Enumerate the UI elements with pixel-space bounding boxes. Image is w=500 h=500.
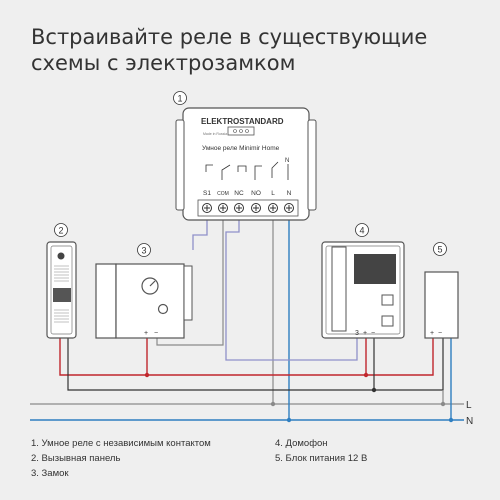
legend-left-column: 1. Умное реле с независимым контактом 2.…	[31, 436, 211, 481]
badge-2	[54, 223, 68, 237]
relay-terminal-com: COM	[217, 191, 229, 197]
relay-n-label: N	[285, 158, 289, 164]
psu-plus-terminal: +	[430, 330, 434, 337]
lock-keyhole-icon	[157, 303, 169, 315]
intercom-screen	[354, 254, 396, 284]
intercom-device: 3 + −	[321, 241, 405, 339]
relay-device: ELEKTROSTANDARD Made in Russia Умное рел…	[175, 107, 317, 221]
relay-screw-terminals	[202, 203, 294, 213]
legend-item: 5. Блок питания 12 В	[275, 453, 368, 464]
relay-terminal-n: N	[287, 190, 292, 197]
badge-4-number: 4	[359, 226, 364, 236]
call-panel-device	[46, 241, 77, 339]
relay-terminal-nc: NC	[234, 190, 244, 197]
junction-dot	[270, 401, 276, 407]
badge-4	[355, 223, 369, 237]
relay-nc-wire	[225, 215, 358, 361]
minus-wire	[67, 337, 444, 391]
n-bus-label: N	[466, 416, 473, 427]
plus-12v-wire	[59, 337, 434, 376]
title-line-2: схемы с электрозамком	[31, 51, 296, 75]
legend-item: 2. Вызывная панель	[31, 453, 121, 464]
intercom-plus-terminal: +	[363, 330, 367, 337]
junction-dot	[440, 401, 446, 407]
relay-terminal-l: L	[271, 190, 275, 197]
badge-2-number: 2	[58, 226, 63, 236]
relay-terminal-no: NO	[251, 190, 261, 197]
relay-product: Умное реле Minimir Home	[202, 145, 280, 152]
badge-1-number: 1	[177, 94, 182, 104]
power-supply-device: + −	[424, 271, 459, 339]
junction-dot	[371, 387, 377, 393]
legend-right-column: 4. Домофон 5. Блок питания 12 В	[275, 436, 367, 466]
intercom-handset	[331, 246, 347, 332]
badge-5-number: 5	[437, 245, 442, 255]
legend-item: 1. Умное реле с независимым контактом	[31, 438, 211, 449]
relay-terminal-s1: S1	[203, 190, 211, 197]
intercom-minus-terminal: −	[371, 330, 375, 337]
intercom-terminal-3: 3	[355, 330, 359, 337]
relay-small-text: Made in Russia	[203, 132, 227, 136]
lock-plus-terminal: +	[144, 330, 148, 337]
badge-5	[433, 242, 447, 256]
junction-dot	[448, 417, 454, 423]
junction-dot	[144, 372, 150, 378]
legend-item: 4. Домофон	[275, 438, 328, 449]
page-title: Встраивайте реле в существующие схемы с …	[31, 24, 471, 76]
relay-com-wire	[156, 215, 224, 346]
lock-minus-terminal: −	[154, 330, 158, 337]
badge-3-number: 3	[141, 246, 146, 256]
relay-button-block	[227, 126, 255, 136]
psu-minus-terminal: −	[438, 330, 442, 337]
lock-device: + −	[95, 263, 193, 339]
relay-brand: ELEKTROSTANDARD	[201, 117, 284, 126]
legend-item: 3. Замок	[31, 468, 69, 479]
badge-3	[137, 243, 151, 257]
badge-1	[173, 91, 187, 105]
junction-dot	[363, 372, 369, 378]
junction-dot	[286, 417, 292, 423]
intercom-button[interactable]	[381, 315, 394, 327]
intercom-button[interactable]	[381, 294, 394, 306]
panel-keypad	[53, 288, 71, 302]
title-line-1: Встраивайте реле в существующие	[31, 25, 428, 49]
camera-icon	[57, 252, 65, 260]
l-bus-label: L	[466, 400, 472, 411]
relay-s1-wire	[192, 215, 208, 250]
